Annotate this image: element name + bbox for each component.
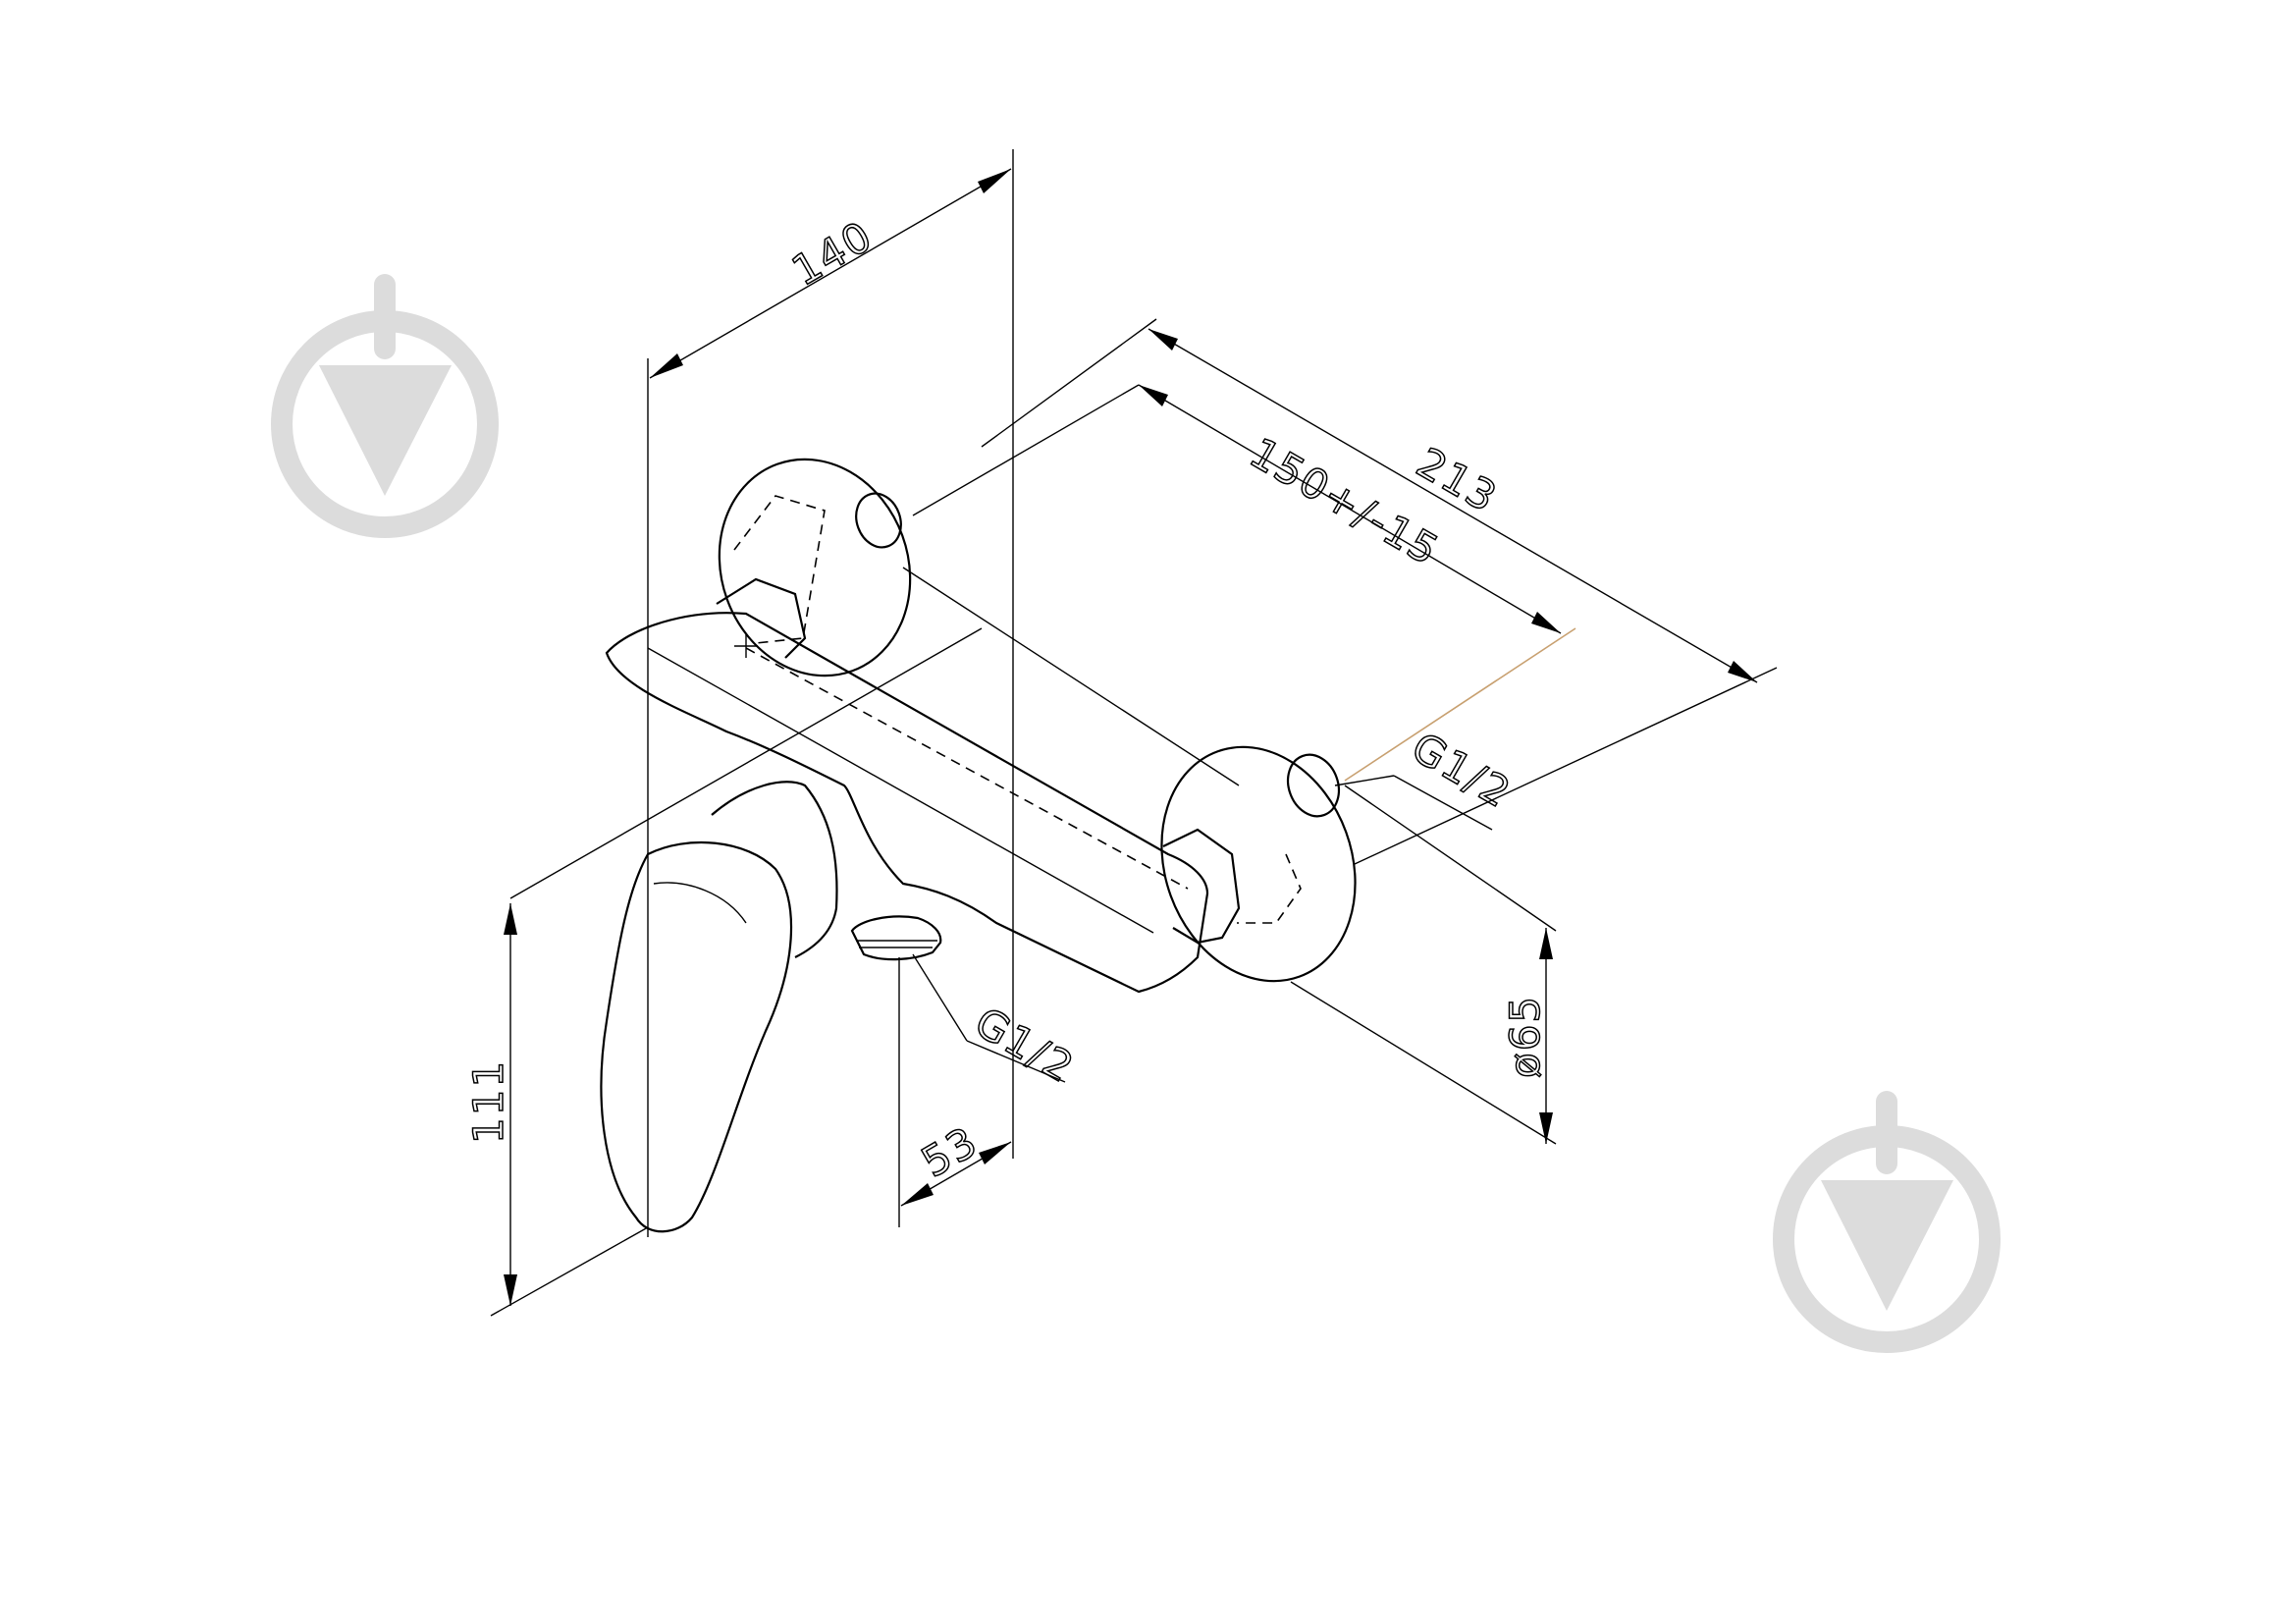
watermark-logo-right: [1773, 1091, 2001, 1353]
dim-213: 213: [981, 318, 1778, 865]
dim-111-label: 111: [464, 1059, 512, 1144]
dim-150: 150+/-15: [912, 384, 1576, 782]
dim-111: 111: [463, 903, 517, 1306]
dim-140-label: 140: [784, 211, 881, 296]
thread-bottom-label: G1/2: [967, 998, 1083, 1093]
dim-65-label: ø65: [1501, 995, 1549, 1078]
dim-65: ø65: [1290, 785, 1557, 1145]
thread-bottom-callout: G1/2: [912, 953, 1084, 1093]
watermark-logo-left: [271, 274, 499, 538]
thread-side-label: G1/2: [1404, 723, 1520, 818]
dim-213-label: 213: [1409, 438, 1506, 522]
faucet-body: [490, 458, 1357, 1317]
dim-53: 53: [900, 1116, 1012, 1207]
dim-150-label: 150+/-15: [1242, 428, 1448, 574]
thread-side-callout: G1/2: [1334, 722, 1521, 831]
dim-140: 140: [649, 168, 1012, 379]
reference-lines: [647, 149, 1014, 1237]
dim-53-label: 53: [914, 1116, 987, 1186]
